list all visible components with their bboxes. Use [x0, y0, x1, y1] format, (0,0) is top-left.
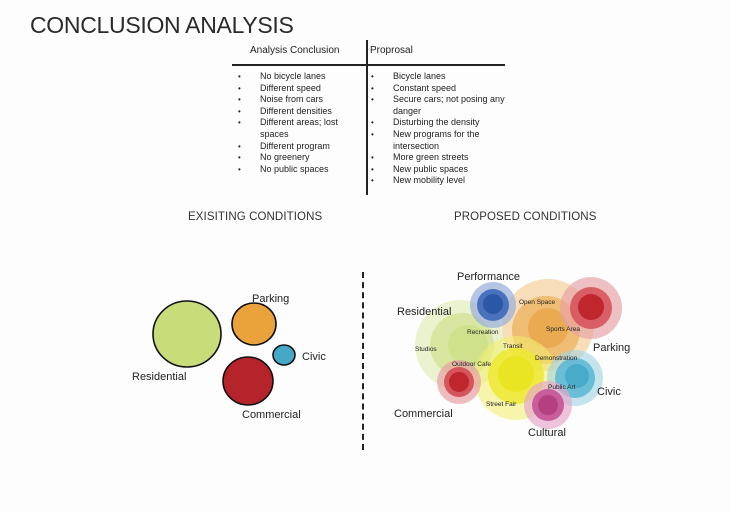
list-item: Constant speed	[371, 83, 511, 95]
civic-circle	[272, 344, 296, 366]
proposed-label-performance: Performance	[457, 271, 520, 283]
list-item: Different areas; lost spaces	[238, 117, 364, 140]
proposed-diagram: Open Space Recreation Sports Area Studio…	[394, 271, 630, 439]
analysis-table: Analysis Conclusion Proprosal No bicycle…	[232, 40, 512, 195]
table-column-divider	[366, 40, 368, 195]
existing-label-civic: Civic	[302, 351, 326, 363]
proposed-conditions-heading: PROPOSED CONDITIONS	[454, 211, 597, 223]
list-item: No public spaces	[238, 164, 364, 176]
list-item: Different speed	[238, 83, 364, 95]
program-label-demonstration: Demonstration	[535, 355, 578, 362]
civic-bubble	[547, 350, 603, 406]
proposed-label-parking: Parking	[593, 342, 630, 354]
existing-conditions-heading: EXISITING CONDITIONS	[188, 211, 323, 223]
existing-label-parking: Parking	[252, 293, 289, 305]
program-label-open-space: Open Space	[519, 299, 556, 306]
list-item: New programs for the intersection	[371, 129, 511, 152]
existing-label-residential: Residential	[132, 371, 186, 383]
list-item: Different program	[238, 141, 364, 153]
list-item: Noise from cars	[238, 94, 364, 106]
list-item: More green streets	[371, 152, 511, 164]
commercial-circle	[222, 356, 274, 406]
proposal-list: Bicycle lanes Constant speed Secure cars…	[371, 71, 511, 187]
sports-area-bubble	[560, 277, 622, 339]
dashed-divider	[362, 272, 364, 450]
performance-bubble	[470, 282, 516, 328]
list-item: Disturbing the density	[371, 117, 511, 129]
analysis-conclusion-header: Analysis Conclusion	[250, 45, 340, 56]
program-label-public-art: Public Art	[548, 384, 576, 391]
proposed-label-civic: Civic	[597, 386, 621, 398]
list-item: New public spaces	[371, 164, 511, 176]
existing-label-commercial: Commercial	[242, 409, 301, 421]
list-item: Secure cars; not posing any danger	[371, 94, 511, 117]
program-label-transit: Transit	[503, 343, 523, 350]
program-label-sports-area: Sports Area	[546, 326, 580, 333]
analysis-conclusion-list: No bicycle lanes Different speed Noise f…	[238, 71, 364, 175]
proposed-label-commercial: Commercial	[394, 408, 453, 420]
parking-circle	[231, 302, 277, 346]
program-label-street-fair: Street Fair	[486, 401, 517, 408]
cultural-bubble	[524, 381, 572, 429]
list-item: No greenery	[238, 152, 364, 164]
list-item: New mobility level	[371, 175, 511, 187]
commercial-bubble	[437, 360, 481, 404]
list-item: Bicycle lanes	[371, 71, 511, 83]
program-label-studios: Studios	[415, 346, 437, 353]
page-title: CONCLUSION ANALYSIS	[30, 12, 294, 38]
list-item: No bicycle lanes	[238, 71, 364, 83]
list-item: Different densities	[238, 106, 364, 118]
proposed-label-residential: Residential	[397, 306, 451, 318]
proposed-label-cultural: Cultural	[528, 427, 566, 439]
proposal-header: Proprosal	[370, 45, 413, 56]
program-label-recreation: Recreation	[467, 329, 499, 336]
table-header-divider	[232, 64, 505, 66]
program-label-outdoor-cafe: Outdoor Cafe	[452, 361, 491, 368]
existing-diagram: Parking Civic Residential Commercial	[132, 293, 326, 421]
residential-circle	[152, 300, 222, 368]
